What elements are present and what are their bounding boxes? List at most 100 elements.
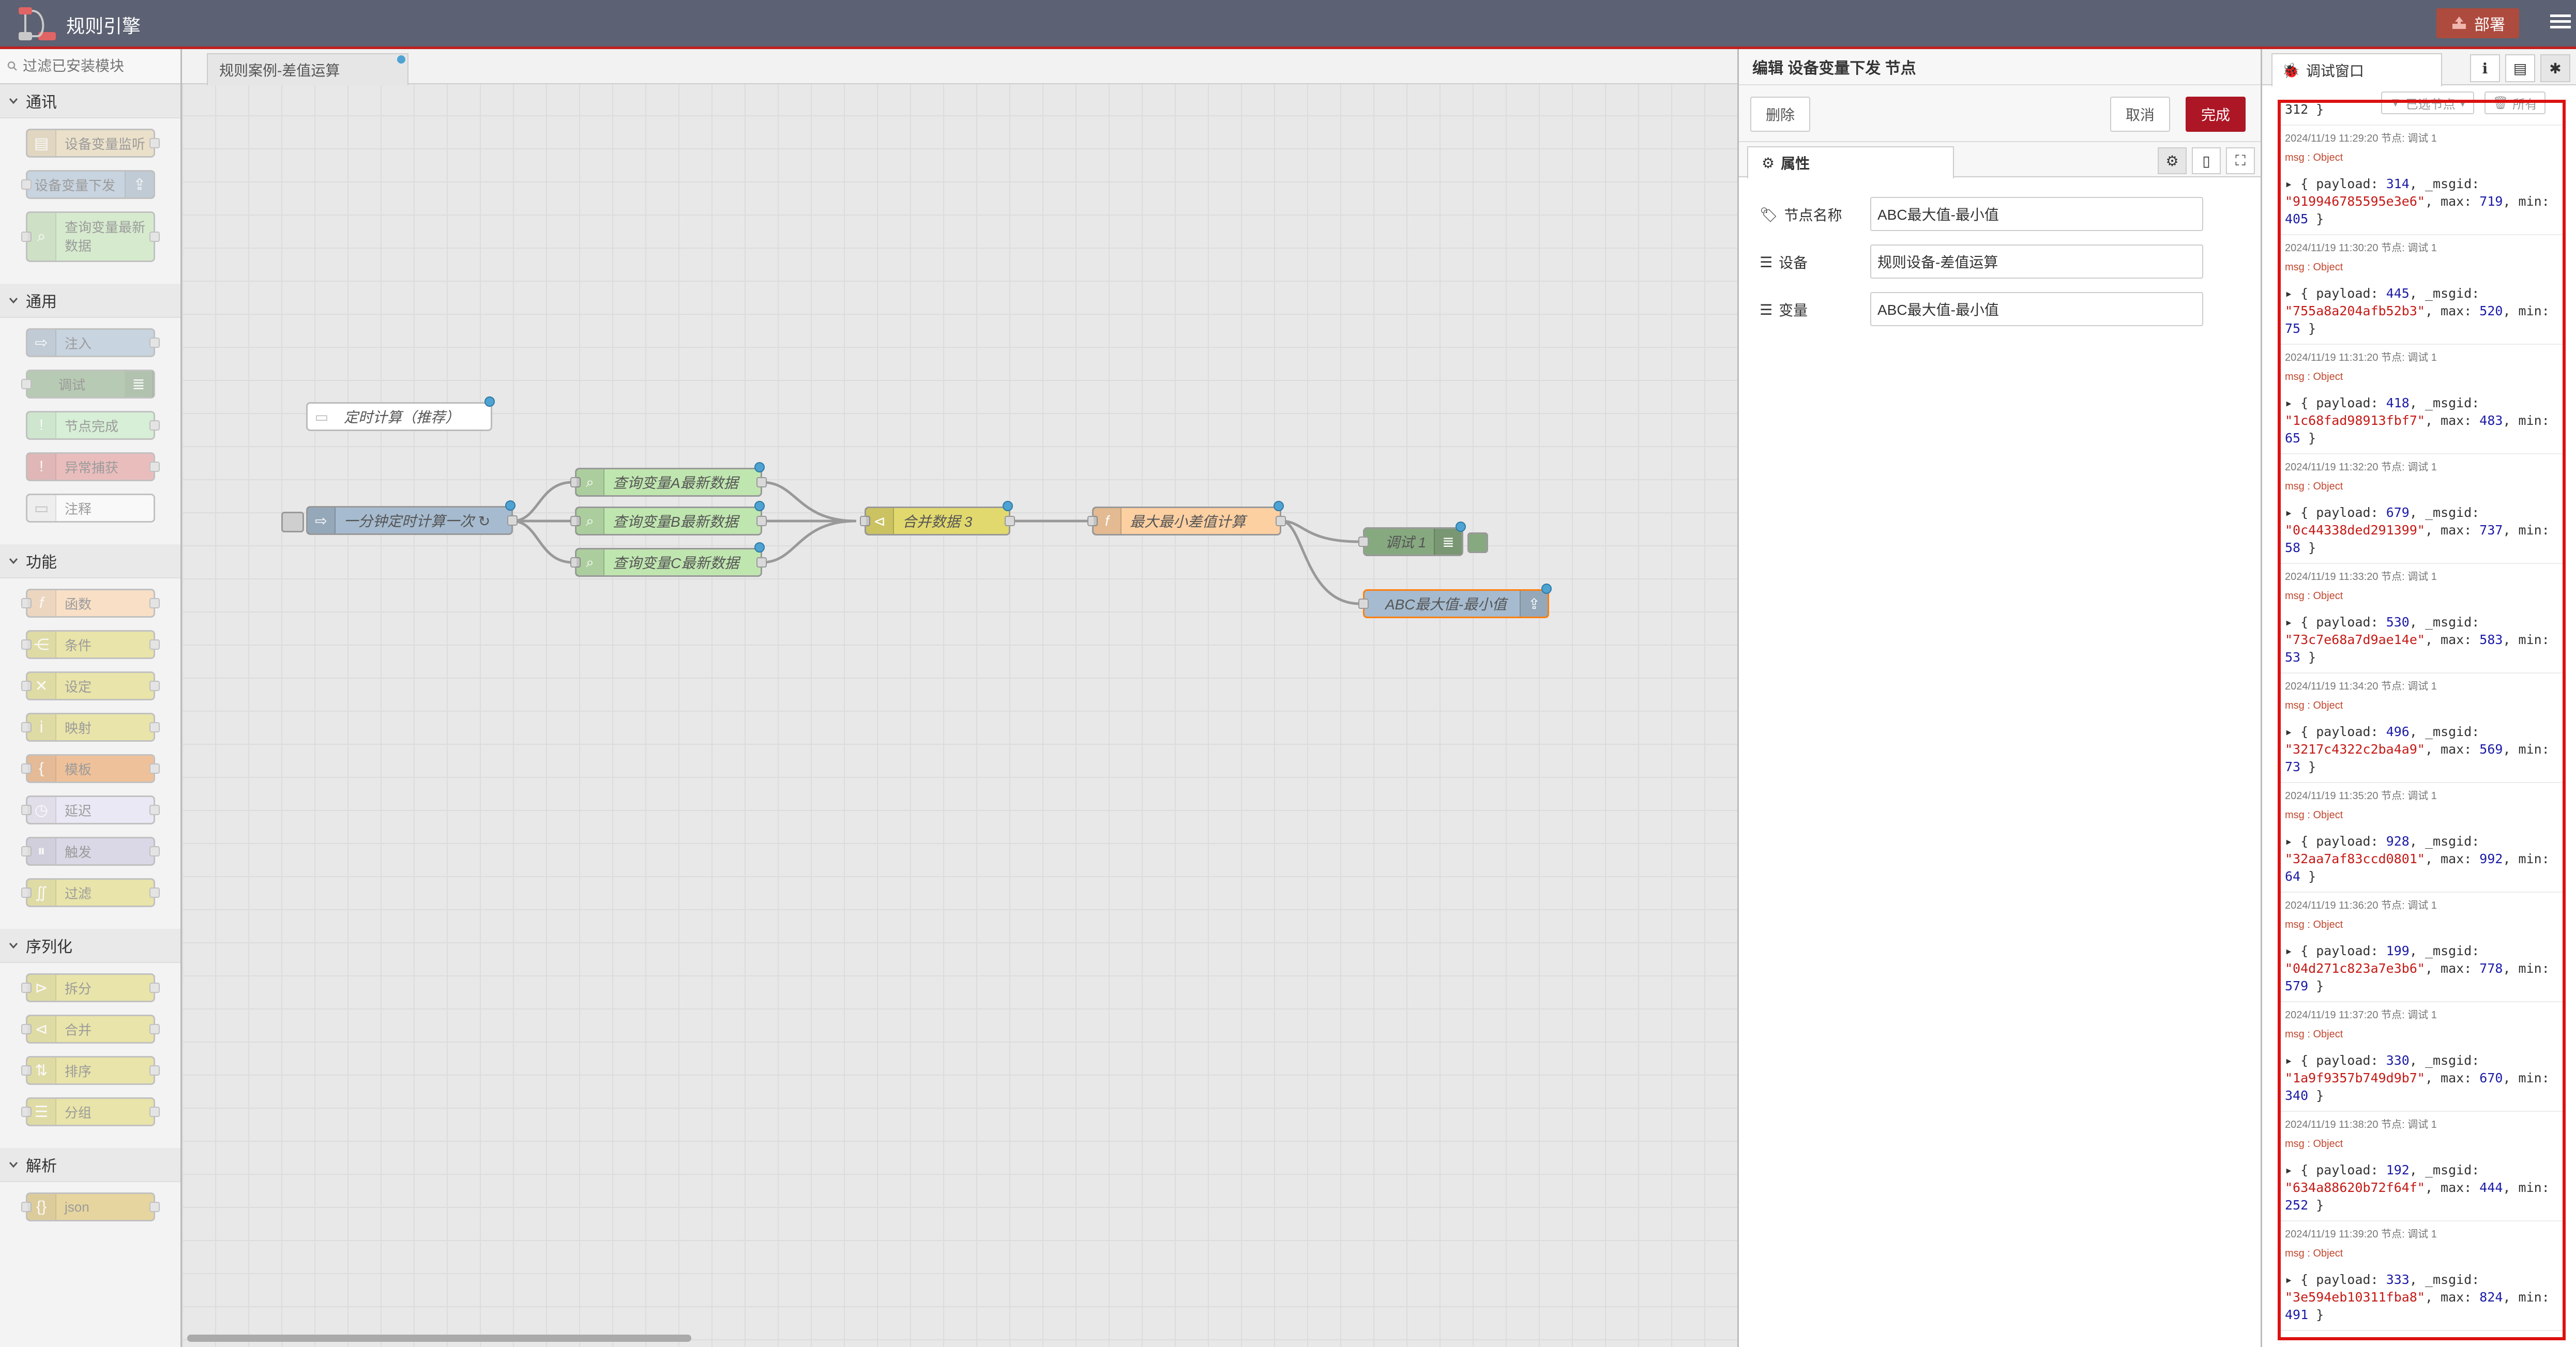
expand-arrow-icon[interactable]: ▸	[2285, 1053, 2293, 1068]
palette-category-header[interactable]: 通用	[0, 284, 180, 318]
palette-node[interactable]: 设备变量下发 ⇪	[21, 170, 155, 199]
palette-node[interactable]: ▭ 注释	[26, 494, 155, 523]
workspace-horizontal-scrollbar[interactable]	[187, 1335, 691, 1342]
node-appearance-tab[interactable]: ⛶	[2226, 147, 2255, 174]
flow-node-query-a[interactable]: ⌕ 查询变量A最新数据	[570, 462, 767, 497]
palette-category-header[interactable]: 功能	[0, 544, 180, 578]
min-value: 405	[2285, 211, 2309, 226]
flow-tab[interactable]: 规则案例-差值运算	[207, 53, 408, 85]
debug-tab-icon[interactable]: ✱	[2540, 54, 2570, 82]
palette-node[interactable]: { 模板	[21, 754, 160, 783]
debug-key: , max:	[2425, 961, 2480, 976]
cancel-button[interactable]: 取消	[2110, 97, 2170, 132]
palette-category-title: 通用	[26, 294, 57, 311]
clear-messages-button[interactable]: 🗑 所有	[2484, 91, 2546, 114]
inject-trigger-button[interactable]	[281, 512, 304, 532]
expand-arrow-icon[interactable]: ▸	[2285, 505, 2293, 520]
debug-message-body[interactable]: ▸ { payload: 496, _msgid: "3217c4322c2ba…	[2285, 723, 2562, 776]
flow-node-inject[interactable]: ⇨ 一分钟定时计算一次 ↻	[306, 500, 518, 535]
palette-category-header[interactable]: 序列化	[0, 929, 180, 963]
palette-node[interactable]: ✕ 设定	[21, 671, 160, 700]
debug-message-body[interactable]: ▸ { payload: 418, _msgid: "1c68fad98913f…	[2285, 394, 2562, 447]
debug-message-body[interactable]: ▸ { payload: 445, _msgid: "755a8a204afb5…	[2285, 285, 2562, 338]
help-tab[interactable]: ▤	[2505, 54, 2535, 82]
debug-message-body[interactable]: ▸ { payload: 314, _msgid: "919946785595e…	[2285, 175, 2562, 228]
palette-node[interactable]: ! 节点完成	[26, 411, 160, 440]
palette-node[interactable]: ⇨ 注入	[26, 328, 160, 357]
tab-properties[interactable]: ⚙ 属性	[1747, 146, 1954, 178]
expand-arrow-icon[interactable]: ▸	[2285, 834, 2293, 849]
filter-dropdown[interactable]: ▼ 已选节点 ▾	[2381, 91, 2474, 114]
debug-message-body[interactable]: ▸ { payload: 192, _msgid: "634a88620b72f…	[2285, 1161, 2562, 1214]
palette-category-header[interactable]: 通讯	[0, 84, 180, 118]
comment-icon: ▭	[27, 495, 56, 521]
main-menu-icon[interactable]	[2549, 11, 2572, 34]
node-description-tab[interactable]: ▯	[2192, 147, 2221, 174]
form-row-device: ☰ 设备	[1739, 237, 2261, 285]
palette-node[interactable]: ! 异常捕获	[26, 452, 160, 481]
flow-node-device-out[interactable]: ABC最大值-最小值 ⇪	[1358, 584, 1552, 618]
palette-node[interactable]: ▤ 设备变量监听	[26, 129, 160, 158]
expand-arrow-icon[interactable]: ▸	[2285, 1162, 2293, 1177]
palette-node[interactable]: ⅰ 映射	[21, 713, 160, 742]
debug-message-body[interactable]: ▸ { payload: 679, _msgid: "0c44338ded291…	[2285, 504, 2562, 557]
palette-node[interactable]: ⋲ 条件	[21, 630, 160, 659]
flow-node-comment[interactable]: ▭ 定时计算（推荐）	[306, 396, 495, 431]
debug-message-body[interactable]: ▸ { payload: 330, _msgid: "1a9f9357b749d…	[2285, 1052, 2562, 1105]
palette-node[interactable]: f 函数	[21, 589, 160, 618]
expand-arrow-icon[interactable]: ▸	[2285, 1272, 2293, 1287]
palette-node[interactable]: ⌕ 查询变量最新数据	[21, 211, 160, 262]
function-icon: f	[1094, 508, 1122, 534]
expand-arrow-icon[interactable]: ▸	[2285, 395, 2293, 410]
info-tab[interactable]: ℹ	[2470, 54, 2500, 82]
flow-node-debug[interactable]: 调试 1 ≣	[1358, 522, 1466, 556]
tab-debug[interactable]: 🐞 调试窗口	[2271, 53, 2442, 86]
flow-node-query-c[interactable]: ⌕ 查询变量C最新数据	[570, 542, 767, 577]
deploy-button[interactable]: 部署	[2436, 8, 2519, 38]
debug-toggle-button[interactable]	[1467, 532, 1488, 553]
node-name-input[interactable]	[1870, 197, 2203, 231]
palette-node[interactable]: ◷ 延迟	[21, 795, 160, 824]
flow-node-join[interactable]: ⊲ 合并数据 3	[860, 501, 1015, 535]
palette-node[interactable]: ⊲ 合并	[21, 1015, 160, 1044]
palette-node[interactable]: ⏸ 触发	[21, 837, 160, 866]
device-input[interactable]	[1870, 244, 2203, 279]
palette-node[interactable]: {} json	[21, 1192, 160, 1221]
delete-button[interactable]: 删除	[1750, 97, 1810, 132]
expand-arrow-icon[interactable]: ▸	[2285, 286, 2293, 301]
palette-search-input[interactable]	[23, 58, 173, 74]
expand-arrow-icon[interactable]: ▸	[2285, 176, 2293, 191]
debug-message-body[interactable]: ▸ { payload: 530, _msgid: "73c7e68a7d9ae…	[2285, 614, 2562, 666]
palette-category-header[interactable]: 解析	[0, 1148, 180, 1182]
debug-key: , min:	[2503, 1290, 2550, 1305]
flow-node-query-b[interactable]: ⌕ 查询变量B最新数据	[570, 501, 767, 535]
flow-node-function[interactable]: f 最大最小差值计算	[1087, 501, 1286, 535]
palette-node[interactable]: ⊳ 拆分	[21, 973, 160, 1002]
expand-arrow-icon[interactable]: ▸	[2285, 615, 2293, 630]
expand-arrow-icon[interactable]: ▸	[2285, 724, 2293, 739]
palette-node[interactable]: 调试 ≣	[21, 370, 155, 399]
palette-node[interactable]: ⇅ 排序	[21, 1056, 160, 1085]
debug-message-body[interactable]: ▸ { payload: 333, _msgid: "3e594eb10311f…	[2285, 1271, 2562, 1324]
variable-input[interactable]	[1870, 292, 2203, 326]
expand-arrow-icon[interactable]: ▸	[2285, 943, 2293, 958]
flow-canvas[interactable]: ▭ 定时计算（推荐） ⇨ 一分钟定时计算一次 ↻ ⌕ 查询变量A最新数据 ⌕ 查…	[182, 84, 1737, 1347]
debug-message-body[interactable]: ▸ { payload: 199, _msgid: "04d271c823a7e…	[2285, 942, 2562, 995]
debug-message-body[interactable]: ▸ { payload: 928, _msgid: "32aa7af83ccd0…	[2285, 833, 2562, 885]
palette-node[interactable]: ☰ 分组	[21, 1097, 160, 1126]
palette-node[interactable]: ∬ 过滤	[21, 878, 160, 907]
done-button[interactable]: 完成	[2186, 97, 2246, 132]
node-settings-tab[interactable]: ⚙	[2158, 147, 2187, 174]
